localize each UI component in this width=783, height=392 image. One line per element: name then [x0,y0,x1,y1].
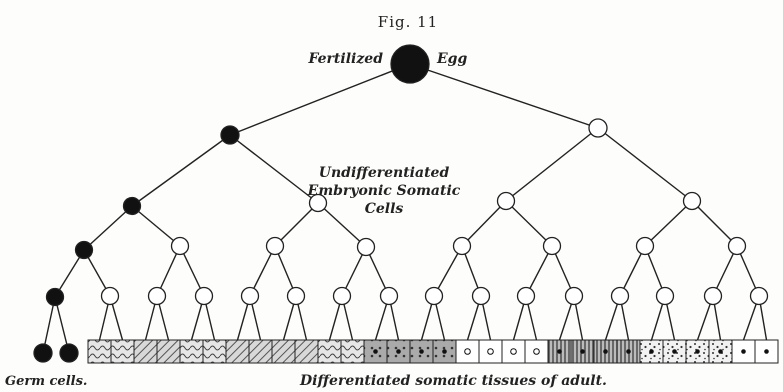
tissue-square [248,339,273,364]
tissue-nucleus [764,349,769,354]
branch-l3-7 [691,200,738,247]
branch-l3-5 [505,200,553,247]
tissue-square [225,339,250,364]
somatic-cell-l3-6 [635,236,655,256]
tissue-square [340,339,365,364]
tissue-nucleus [718,349,723,354]
tissue-nucleus [557,349,562,354]
somatic-cell-l4-10 [516,286,536,306]
undifferentiated-label: Undifferentiated [319,165,450,181]
tissue-nucleus [533,348,540,355]
somatic-cell-l4-14 [703,286,723,306]
cells-label: Cells [365,201,404,217]
tissue-nucleus [649,349,654,354]
tissue-nucleus [580,349,585,354]
tissue-square [455,339,480,364]
tissue-square [524,339,549,364]
germ-cell-l3-0 [74,240,94,260]
somatic-cell-l4-8 [424,286,444,306]
somatic-cell-l4-7 [379,286,399,306]
tissue-square [294,339,319,364]
tissue-square [179,339,204,364]
branch-l2-2 [505,127,599,202]
somatic-cell-l4-11 [564,286,584,306]
branch-l3-2 [274,202,319,247]
tissue-nucleus [487,348,494,355]
tissue-nucleus [695,349,700,354]
branch-l3-6 [644,200,693,247]
tissue-nucleus [626,349,631,354]
fertilized-egg [390,44,430,84]
branch-l4-8 [433,245,463,297]
tissue-square [87,339,112,364]
tissue-square [156,339,181,364]
tissue-square [271,339,296,364]
branch-l4-4 [249,245,276,297]
branch-l2-0 [131,134,231,207]
somatic-cell-l3-7 [727,236,747,256]
tissue-nucleus [603,349,608,354]
somatic-cell-l3-4 [452,236,472,256]
somatic-cell-l4-2 [147,286,167,306]
somatic-cell-l4-3 [194,286,214,306]
tissue-square [478,339,503,364]
germ-cell-final-a [33,343,53,363]
somatic-cell-l3-5 [542,236,562,256]
tissue-nucleus [510,348,517,355]
branch-l3-0 [83,205,133,251]
germ-cell-l2-0 [122,196,142,216]
branch-l4-10 [525,245,553,297]
branch-l4-14 [712,245,738,297]
somatic-cell-l4-12 [610,286,630,306]
fertilized-label: Fertilized [307,51,383,67]
branch-l3-1 [131,205,181,247]
tissues-label: Differentiated somatic tissues of adult. [299,373,607,389]
tissue-nucleus [741,349,746,354]
germ-cell-l1-0 [220,125,240,145]
branch-l3-4 [461,200,507,247]
branch-l2-3 [597,127,693,202]
somatic-cell-l3-1 [170,236,190,256]
somatic-cell-l4-9 [471,286,491,306]
somatic-cell-l4-13 [655,286,675,306]
embryonic-somatic-label: Embryonic Somatic [307,183,461,199]
germ-cells-label: Germ cells. [5,374,87,389]
tissue-nucleus [672,349,677,354]
tissue-nucleus [396,349,401,354]
somatic-cell-l4-6 [332,286,352,306]
somatic-cell-l2-2 [496,191,516,211]
germ-cell-final-b [59,343,79,363]
somatic-cell-l3-2 [265,236,285,256]
somatic-cell-l4-5 [286,286,306,306]
egg-label: Egg [436,51,467,67]
somatic-cell-l4-1 [100,286,120,306]
germ-cell-l4-0 [45,287,65,307]
tissue-square [501,339,526,364]
somatic-cell-l4-15 [749,286,769,306]
somatic-cell-l3-3 [356,237,376,257]
somatic-cell-l4-4 [240,286,260,306]
branch-l1-0 [229,63,411,136]
tissue-nucleus [419,349,424,354]
branch-l4-12 [619,245,646,297]
branch-l4-3 [179,245,205,297]
branch-l2-1 [229,134,319,204]
somatic-cell-l1-1 [588,118,608,138]
figure-title: Fig. 11 [378,13,438,31]
branch-l4-0 [54,249,85,298]
tissue-nucleus [373,349,378,354]
somatic-cell-l2-3 [682,191,702,211]
tissue-square [133,339,158,364]
tissue-square [317,339,342,364]
branch-l4-2 [156,245,181,297]
tissue-nucleus [442,349,447,354]
tissue-nucleus [464,348,471,355]
branch-l1-1 [409,63,599,129]
tissue-square [202,339,227,364]
somatic-cell-l2-1 [308,193,328,213]
tissue-square [110,339,135,364]
branch-l3-3 [317,202,367,248]
